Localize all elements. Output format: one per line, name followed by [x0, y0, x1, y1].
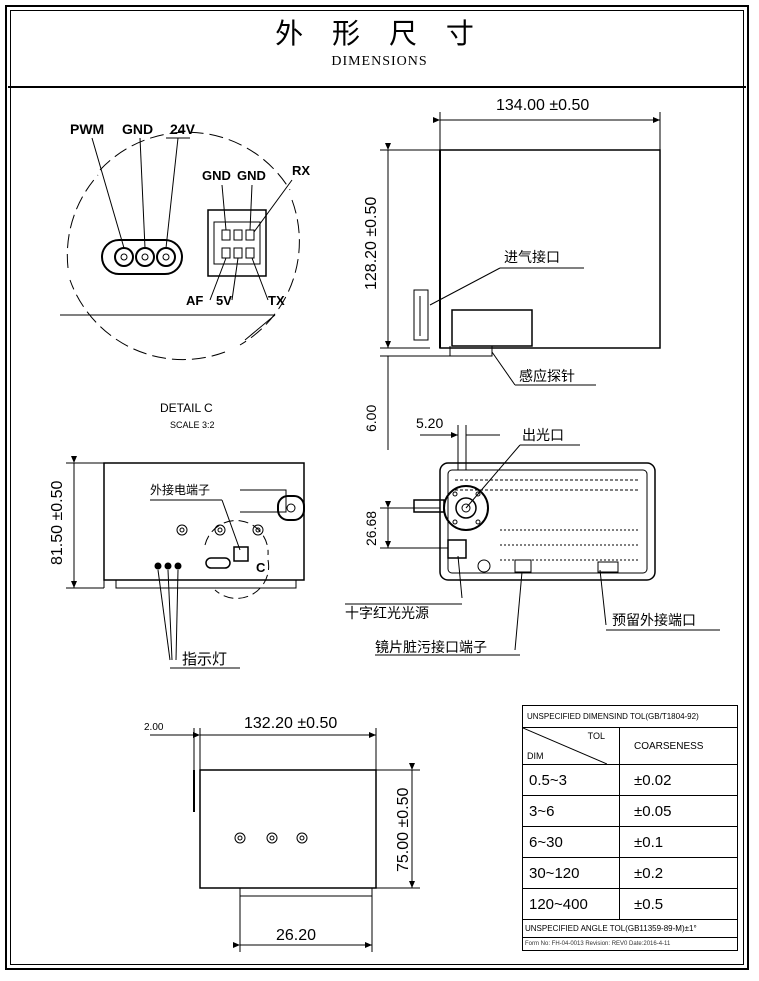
front-height-dim: 128.20 ±0.50 [363, 197, 380, 290]
title-divider [8, 86, 746, 88]
table-row: 3~6 ±0.05 [523, 795, 737, 827]
reserved-port-label: 预留外接端口 [612, 612, 696, 629]
angle-tolerance-note: UNSPECIFIED ANGLE TOL(GB11359-89-M)±1° [523, 919, 737, 937]
tol-range: 6~30 [523, 826, 620, 858]
pin-label-rx: RX [292, 163, 310, 178]
tolerance-table: UNSPECIFIED DIMENSIND TOL(GB/T1804-92) T… [522, 705, 738, 951]
end-view [345, 425, 720, 656]
tol-value: ±0.02 [619, 764, 737, 796]
inlet-label: 进气接口 [504, 249, 560, 266]
table-row: 120~400 ±0.5 [523, 888, 737, 919]
led-label: 指示灯 [182, 650, 227, 668]
tol-range: 120~400 [523, 888, 620, 919]
tol-value: ±0.2 [619, 857, 737, 889]
power-connector [101, 239, 183, 275]
detail-c-view [60, 131, 300, 361]
pin-label-tx: TX [268, 293, 285, 308]
bottom-offset-dim: 26.20 [276, 927, 316, 944]
side-height-dim: 81.50 ±0.50 [49, 480, 66, 565]
drawing-inner-border [10, 10, 744, 965]
corner-diagonal [523, 728, 607, 764]
pin-label-gnd: GND [122, 121, 153, 137]
dirty-lens-label: 镜片脏污接口端子 [375, 639, 487, 656]
table-row: 30~120 ±0.2 [523, 857, 737, 889]
outlet-label: 出光口 [522, 428, 564, 444]
pin-label-af: AF [186, 293, 203, 308]
front-width-dim: 134.00 ±0.50 [496, 97, 589, 114]
pin-label-gnd-2: GND [202, 168, 231, 183]
tol-value: ±0.5 [619, 888, 737, 919]
tol-range: 30~120 [523, 857, 620, 889]
tolerance-header: UNSPECIFIED DIMENSIND TOL(GB/T1804-92) [523, 706, 737, 728]
table-row: 0.5~3 ±0.02 [523, 764, 737, 796]
pin-label-gnd-3: GND [237, 168, 266, 183]
connector-label: 外接电端子 [150, 482, 210, 497]
probe-label: 感应探针 [519, 368, 575, 385]
tol-range: 0.5~3 [523, 764, 620, 796]
drawing-frame [5, 5, 749, 970]
bottom-small-dim: 2.00 [144, 722, 164, 733]
table-row: 6~30 ±0.1 [523, 826, 737, 858]
tol-range: 3~6 [523, 795, 620, 827]
bottom-view [150, 728, 420, 952]
pin-label-24v: 24V [170, 121, 196, 137]
bottom-width-dim: 132.20 ±0.50 [244, 715, 337, 732]
page-title: 外 形 尺 寸 [275, 17, 484, 50]
front-offset-dim: 6.00 [363, 405, 379, 432]
tol-value: ±0.05 [619, 795, 737, 827]
bottom-height-dim: 75.00 ±0.50 [395, 787, 412, 872]
tolerance-header-row: TOL DIM COARSENESS [523, 728, 737, 765]
outlet-offset-dim: 5.20 [416, 415, 443, 431]
pin-label-pwm: PWM [70, 121, 104, 137]
detail-scale: SCALE 3:2 [170, 420, 215, 430]
pin-label-5v: 5V [216, 293, 232, 308]
side-view [66, 456, 305, 669]
tol-value: ±0.1 [619, 826, 737, 858]
detail-label: DETAIL C [160, 401, 213, 415]
port-height-dim: 26.68 [363, 511, 379, 546]
front-view [380, 112, 661, 450]
form-number-note: Form No: FH-04-0013 Revision: REV0 Date:… [523, 937, 737, 950]
col-tol-label: TOL [587, 731, 605, 741]
page-subtitle: DIMENSIONS [331, 54, 428, 69]
col-grade-label: COARSENESS [634, 740, 704, 752]
c-mark: C [256, 560, 266, 575]
redlight-label: 十字红光光源 [345, 606, 429, 622]
signal-connector [207, 209, 267, 277]
col-dim-label: DIM [527, 751, 544, 761]
tolerance-corner-cell: TOL DIM [523, 728, 620, 765]
